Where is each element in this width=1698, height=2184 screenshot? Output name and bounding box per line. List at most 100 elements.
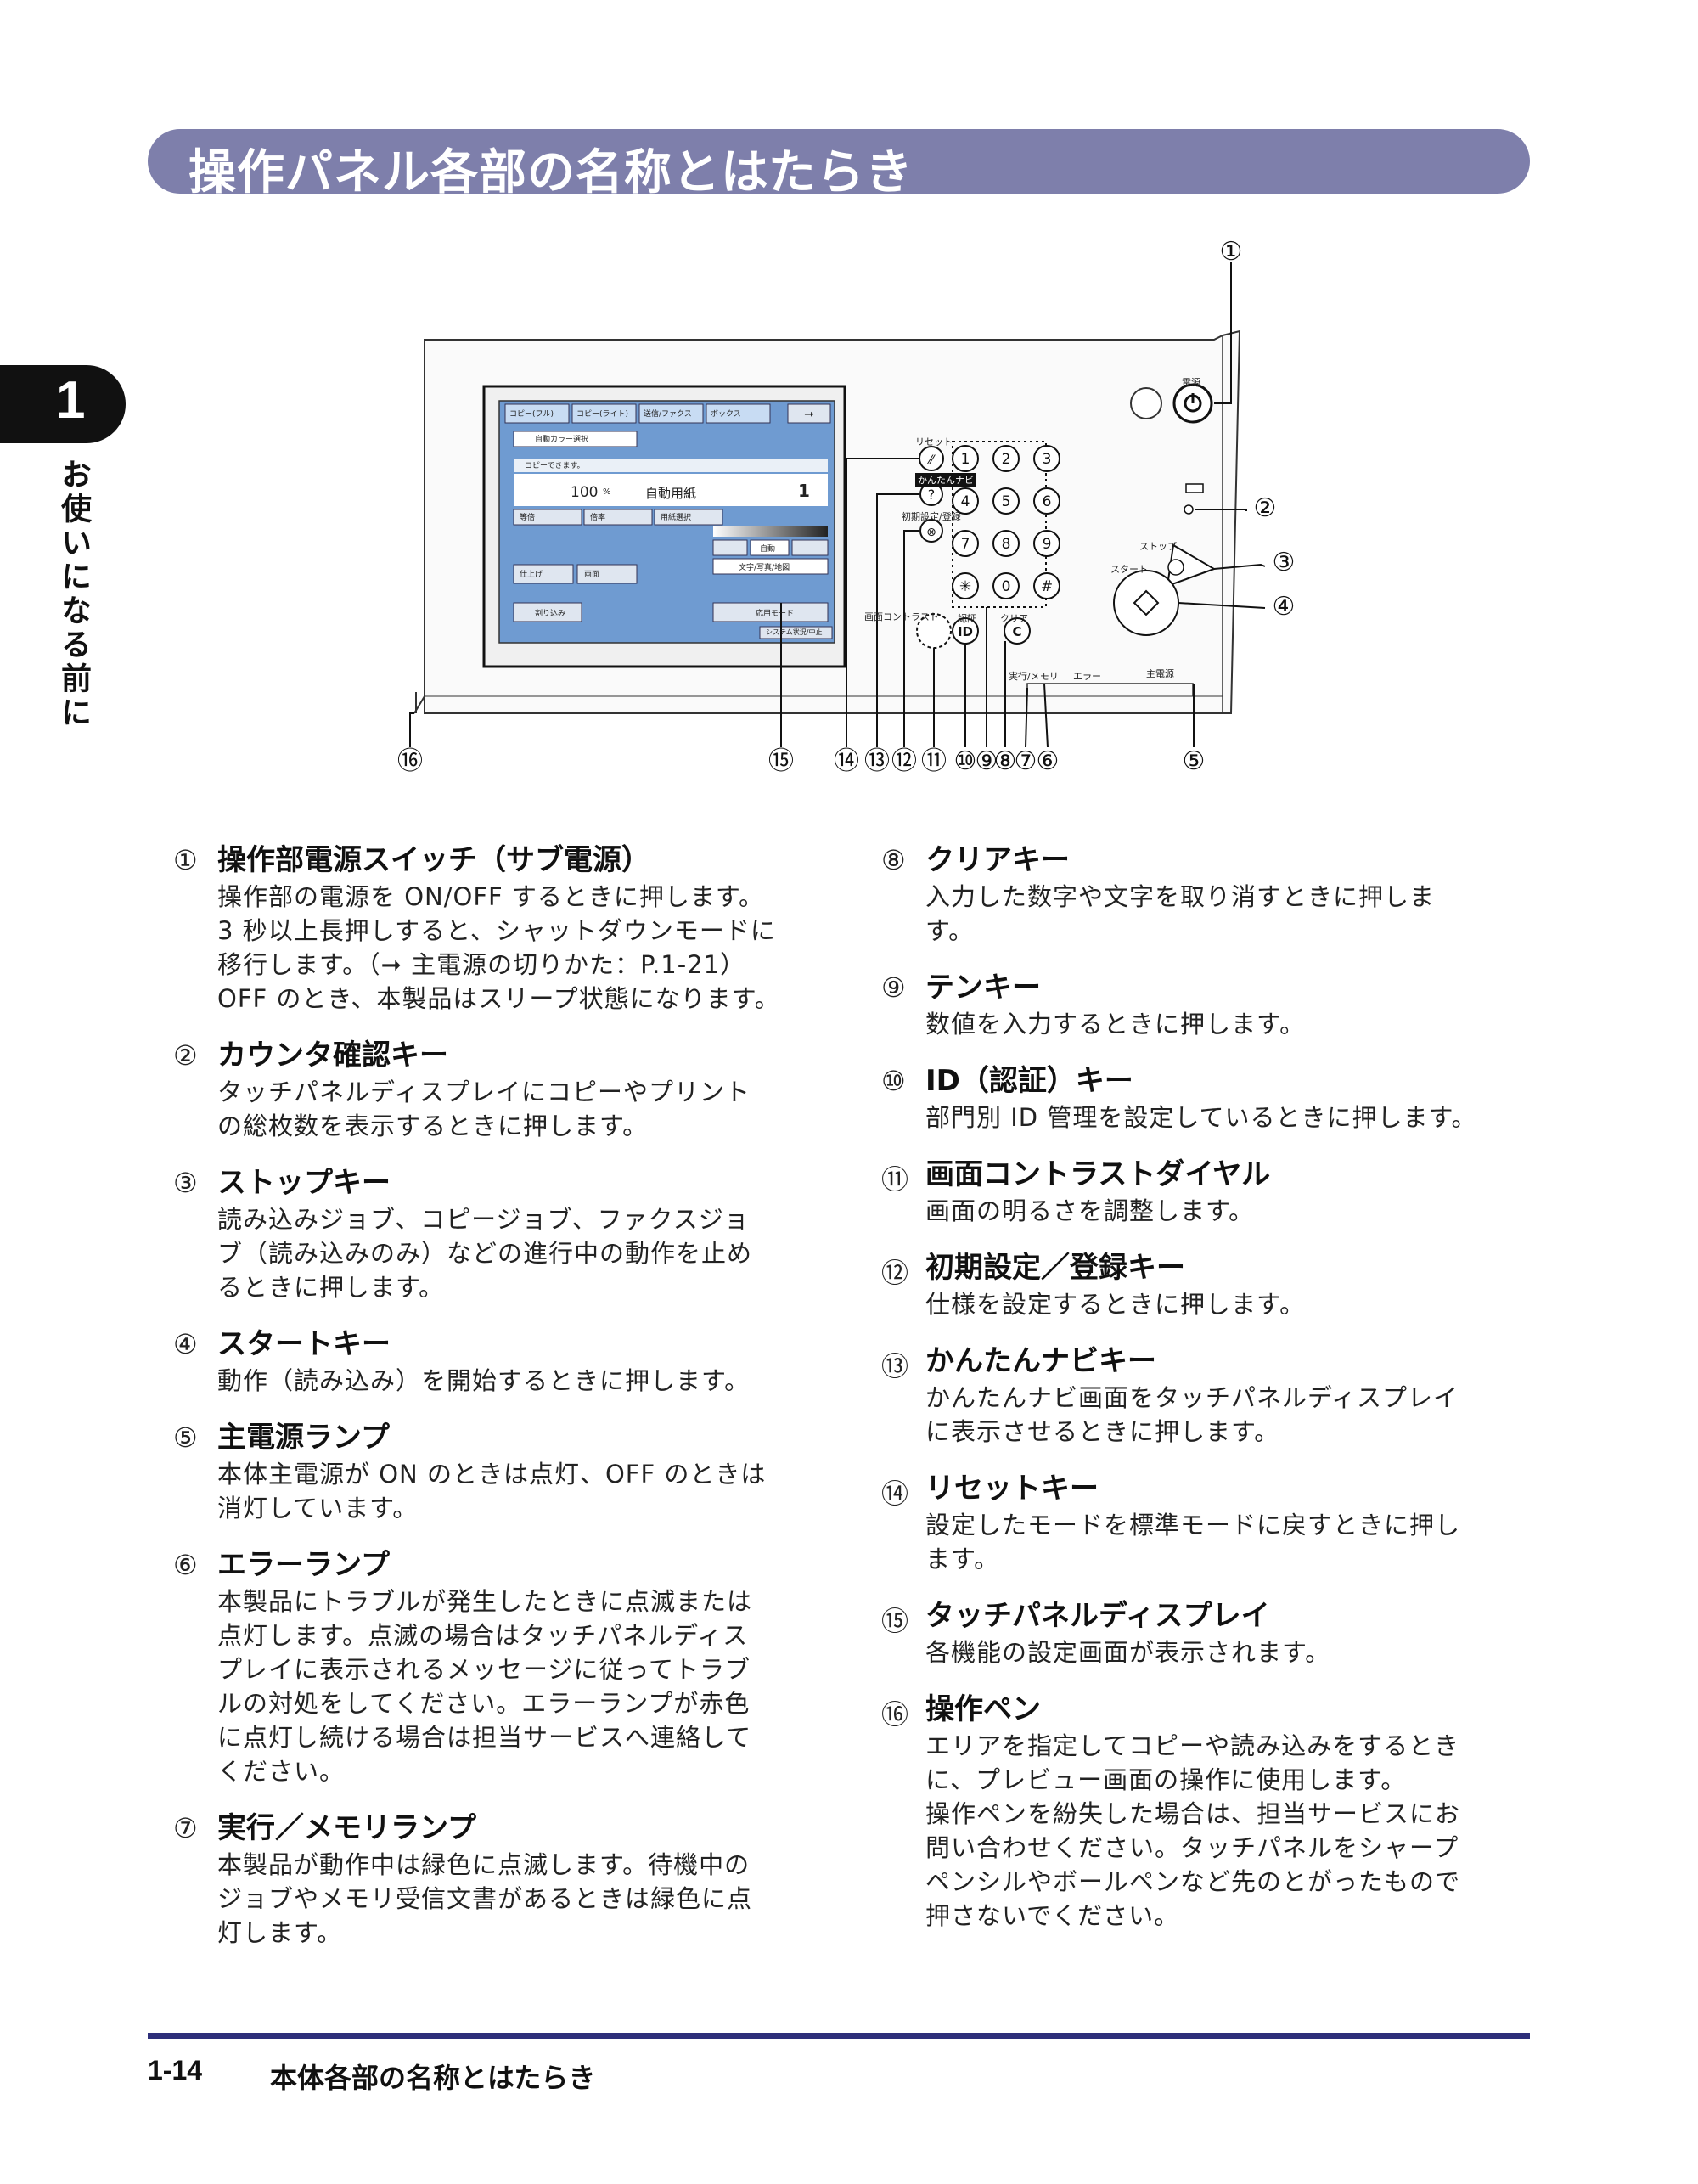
screen-btn-paper: 用紙選択 (661, 514, 692, 522)
item-number: ⑫ (881, 1257, 909, 1289)
svg-text:⊗: ⊗ (926, 526, 936, 539)
chapter-number: 1 (56, 371, 86, 430)
item-body: 各機能の設定画面が表示されます。 (925, 1638, 1331, 1667)
item-number: ⑦ (173, 1812, 198, 1844)
item-number: ⑥ (173, 1549, 198, 1581)
keypad-key-label: 6 (1043, 493, 1052, 510)
item-body: 画面の明るさを調整します。 (925, 1196, 1255, 1225)
callout-8: ⑧ (993, 746, 1017, 776)
keypad-key (952, 445, 979, 472)
item-heading: ストップキー (217, 1166, 391, 1200)
copies-value: 1 (798, 481, 810, 501)
item-heading: リセットキー (925, 1472, 1099, 1506)
item-body: エリアを指定してコピーや読み込みをするとき に、プレビュー画面の操作に使用します… (925, 1731, 1461, 1930)
callout-4: ④ (1272, 592, 1296, 622)
original-type: 文字/写真/地図 (739, 564, 790, 572)
page-title: 操作パネル各部の名称とはたらき (188, 145, 914, 200)
callout-15: ⑮ (768, 746, 794, 776)
keypad-key (1033, 445, 1060, 472)
keypad-key (1033, 572, 1060, 599)
keypad-key-label: 8 (1002, 536, 1011, 553)
kantan-navi-label: かんたんナビ (915, 473, 976, 487)
item-body: 数値を入力するときに押します。 (925, 1010, 1306, 1039)
item-body: 操作部の電源を ON/OFF するときに押します。 3 秒以上長押しすると、シャ… (217, 882, 780, 1013)
footer-rule (148, 2033, 1530, 2039)
screen-btn-ratio: 倍率 (590, 514, 606, 522)
ratio-unit: % (603, 487, 611, 497)
stop-label: ストップ (1139, 541, 1177, 552)
item-number: ⑨ (881, 971, 906, 1004)
error-label: エラー (1073, 671, 1101, 682)
keypad-key (1033, 487, 1060, 515)
keypad-key-label: 9 (1043, 536, 1052, 553)
power-label: 電源 (1182, 377, 1200, 388)
screen-btn-finish: 仕上げ (520, 571, 543, 579)
callout-16: ⑯ (397, 746, 423, 776)
callout-7: ⑦ (1014, 746, 1037, 776)
item-heading: 操作部電源スイッチ（サブ電源） (217, 843, 650, 877)
screen-btn-same: 等倍 (520, 514, 536, 522)
callout-9: ⑨ (975, 746, 998, 776)
item-heading: 画面コントラストダイヤル (925, 1157, 1271, 1191)
svg-text:?: ? (928, 487, 936, 503)
keypad-key (992, 530, 1020, 557)
item-body: タッチパネルディスプレイにコピーやプリント の総枚数を表示するときに押します。 (217, 1078, 751, 1140)
item-number: ⑯ (881, 1698, 909, 1731)
callout-2: ② (1253, 493, 1277, 523)
item-heading: 初期設定／登録キー (925, 1251, 1185, 1285)
title-bar: 操作パネル各部の名称とはたらき (148, 129, 1530, 200)
keypad-key-label: # (1041, 578, 1053, 595)
keypad-key-label: 5 (1002, 493, 1011, 510)
svg-text:➞: ➞ (804, 408, 814, 421)
initial-settings-label: 初期設定/登録 (902, 511, 961, 522)
keypad-key-label: 4 (961, 493, 970, 510)
screen-tab-4: ボックス (711, 410, 741, 419)
keypad-key-label: ✳ (959, 578, 971, 595)
keypad-key (952, 572, 979, 599)
keypad-key-label: 0 (1002, 578, 1011, 595)
color-select: 自動カラー選択 (535, 436, 589, 444)
item-heading: 操作ペン (925, 1692, 1041, 1726)
keypad-key-label: 7 (961, 536, 970, 553)
item-number: ⑬ (881, 1350, 909, 1382)
item-body: 本製品が動作中は緑色に点滅します。待機中の ジョブやメモリ受信文書があるときは緑… (217, 1850, 753, 1947)
item-body: 部門別 ID 管理を設定しているときに押します。 (925, 1103, 1477, 1132)
auth-label: 認証 (958, 613, 976, 624)
callout-5: ⑤ (1182, 746, 1206, 776)
screen-tab-2: コピー(ライト) (576, 410, 629, 419)
callout-6: ⑥ (1036, 746, 1060, 776)
footer-title: 本体各部の名称とはたらき (270, 2062, 596, 2094)
exec-memory-label: 実行/メモリ (1009, 671, 1059, 682)
item-number: ③ (173, 1167, 198, 1199)
callout-12: ⑫ (891, 746, 917, 776)
chapter-title: お使いになる前に (56, 459, 91, 730)
description-item: ⑫ 初期設定／登録キー仕様を設定するときに押します。 (881, 1248, 1560, 1321)
svg-text:ID: ID (958, 624, 973, 639)
start-label: スタート (1110, 564, 1148, 575)
svg-text:⁄⁄: ⁄⁄ (927, 453, 936, 467)
callout-1: ① (1219, 237, 1243, 267)
contrast-label: 画面コントラスト (864, 611, 939, 622)
main-power-label: 主電源 (1146, 668, 1174, 679)
item-heading: ID（認証）キー (925, 1064, 1133, 1098)
keypad-key-label: 2 (1002, 451, 1011, 468)
callout-13: ⑬ (864, 746, 890, 776)
item-body: 仕様を設定するときに押します。 (925, 1290, 1306, 1319)
screen-btn-advanced: 応用モード (756, 610, 795, 618)
screen-tab-1: コピー(フル) (509, 410, 554, 419)
keypad-key (992, 572, 1020, 599)
screen-status: コピーできます。 (525, 462, 585, 470)
